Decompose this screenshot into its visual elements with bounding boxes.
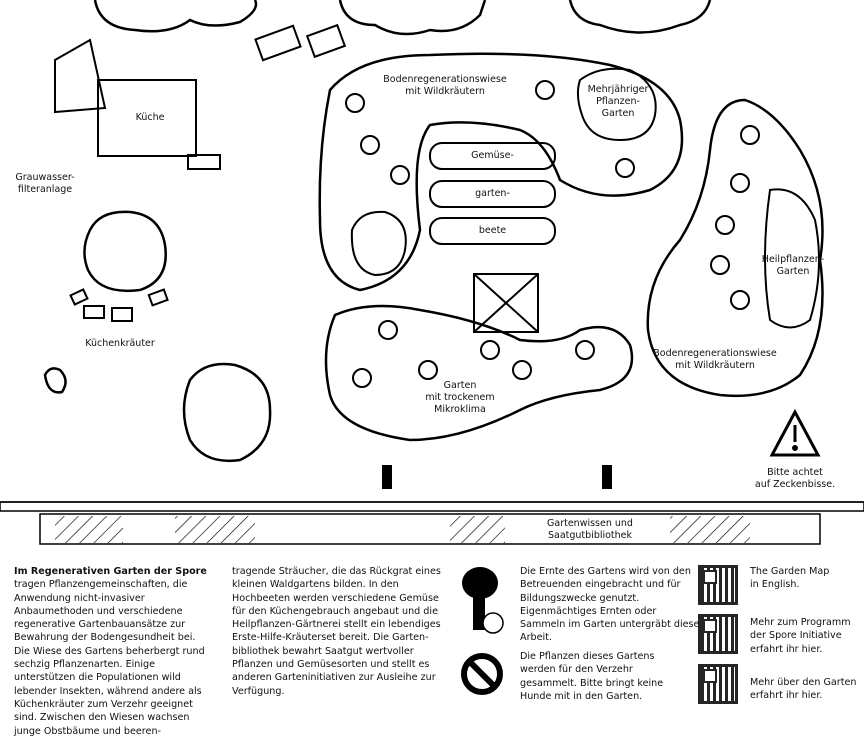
intro-text-col1: Im Regenerativen Garten der Spore tragen… — [14, 565, 214, 738]
label-tick-warning: Bitte achtet auf Zeckenbisse. — [754, 467, 836, 490]
door-icon — [382, 465, 612, 489]
label-library: Gartenwissen und Saatgutbibliothek — [520, 518, 660, 542]
tree-canopy — [338, 0, 487, 36]
kitchen-building — [54, 23, 347, 170]
label-healing-garden: Heilpflanzen- Garten — [761, 254, 825, 277]
tree — [182, 362, 272, 463]
perennial-bed — [576, 67, 657, 142]
label-greywater: Grauwasser- filteranlage — [15, 172, 75, 195]
no-dogs-icon — [461, 653, 503, 695]
qr-label-garden: Mehr über den Garten erfahrt ihr hier. — [750, 677, 857, 702]
plant-circles — [345, 80, 760, 388]
warning-triangle-icon — [769, 408, 821, 457]
meadow-right-bed — [646, 98, 824, 398]
harvest-tree-icon — [462, 567, 504, 634]
label-kitchen: Küche — [135, 112, 165, 123]
label-kitchen-herbs: Küchenkräuter — [85, 338, 155, 349]
dog-note: Die Pflanzen dieses Gartens werden für d… — [520, 651, 664, 702]
intro-bold: Im Regenerativen Garten der Spore — [14, 566, 207, 577]
label-veg-3: beete — [478, 225, 507, 236]
healing-garden-bed — [764, 188, 820, 329]
label-meadow-right: Bodenregenerationswiese mit Wildkräutern — [653, 348, 777, 371]
veg-bed-3 — [429, 217, 556, 245]
label-meadow-top: Bodenregenerationswiese mit Wildkräutern — [383, 74, 507, 97]
label-veg-1: Gemüse- — [471, 150, 514, 161]
meadow-top-bed — [318, 52, 684, 292]
qr-code-spore-program[interactable] — [698, 614, 738, 654]
intro-text-col2: tragende Sträucher, die das Rückgrat ein… — [232, 566, 441, 697]
intro-col1: tragen Pflanzengemeinschaften, die Anwen… — [14, 579, 205, 737]
qr-code-english[interactable] — [698, 565, 738, 605]
tree — [350, 210, 407, 277]
library-building — [0, 501, 864, 545]
tree-canopy — [93, 0, 258, 33]
harvest-note: Die Ernte des Gartens wird von den Betre… — [520, 566, 700, 644]
qr-label-english: The Garden Map in English. — [750, 566, 830, 591]
qr-label-spore: Mehr zum Programm der Spore Initiative e… — [750, 617, 851, 655]
tree — [43, 367, 67, 394]
dry-garden-bed — [324, 304, 634, 442]
garden-map — [0, 0, 864, 545]
veg-bed-2 — [429, 180, 556, 208]
herb-beds — [69, 288, 169, 322]
qr-code-garden[interactable] — [698, 664, 738, 704]
tree — [83, 210, 167, 293]
label-veg-2: garten- — [475, 188, 510, 199]
label-perennial: Mehrjähriger Pflanzen- Garten — [587, 84, 649, 119]
label-dry-garden: Garten mit trockenem Mikroklima — [425, 380, 495, 415]
tree-canopy — [568, 0, 712, 34]
veg-bed-1 — [429, 142, 556, 170]
compost-box — [473, 273, 539, 333]
